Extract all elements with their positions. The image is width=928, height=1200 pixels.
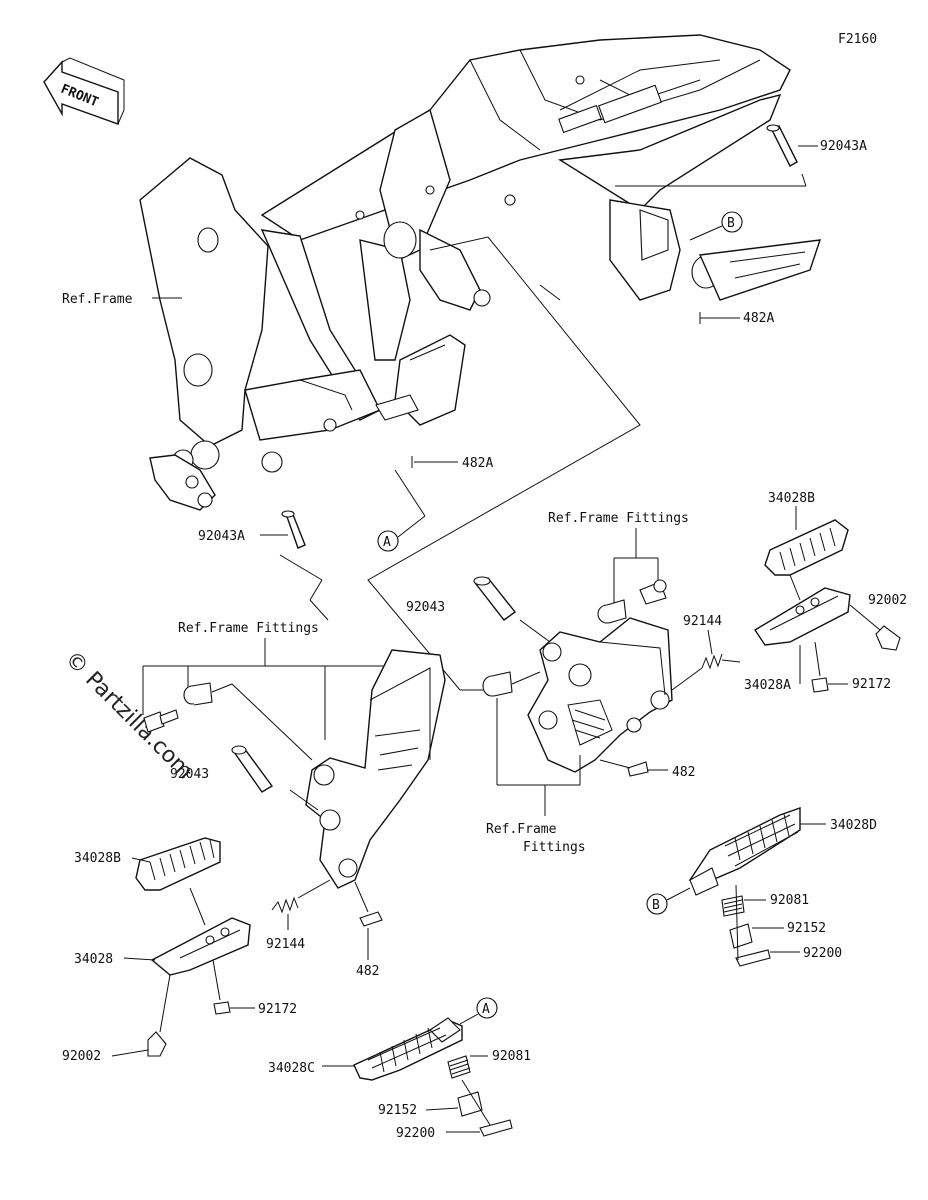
part-label-92043A-front: 92043A [198, 529, 245, 544]
ref-frame-fittings-bottom-line1: Ref.Frame [486, 822, 557, 837]
part-label-34028D: 34028D [830, 818, 877, 833]
pin-92043-left [231, 745, 274, 793]
footrest-rubber-34028B-right [764, 519, 849, 576]
part-label-482A-right: 482A [743, 311, 774, 326]
part-label-92043A-rear: 92043A [820, 139, 867, 154]
part-label-34028C: 34028C [268, 1061, 315, 1076]
footrest-bracket-right [527, 617, 673, 773]
callout-circle-b-frame: B [727, 216, 735, 231]
pin-92043A-rear [766, 124, 798, 167]
part-label-34028B-right: 34028B [768, 491, 815, 506]
part-label-92043-left: 92043 [170, 767, 209, 782]
ref-frame-fittings-right: Ref.Frame Fittings [548, 511, 689, 526]
diagram-code: F2160 [838, 32, 877, 47]
ref-frame-label: Ref.Frame [62, 292, 133, 307]
pin-92043-right [473, 576, 517, 621]
part-label-34028A-right: 34028A [744, 678, 791, 693]
part-label-92081-right: 92081 [770, 893, 809, 908]
front-arrow-icon: FRONT [43, 57, 125, 125]
bolt-right-assy [639, 579, 667, 605]
part-label-92152-right: 92152 [787, 921, 826, 936]
bolt-92172-left [212, 959, 231, 1015]
part-label-482-left: 482 [356, 964, 379, 979]
part-label-92081-bottom: 92081 [492, 1049, 531, 1064]
part-label-482A-center: 482A [462, 456, 493, 471]
part-label-92002-left: 92002 [62, 1049, 101, 1064]
ref-frame-fittings-bottom-line2: Fittings [523, 840, 586, 855]
stud-92002-right [849, 604, 901, 651]
part-label-92200-bottom: 92200 [396, 1126, 435, 1141]
footrest-34028-left [150, 917, 251, 976]
callout-circle-a-footrest: A [482, 1002, 490, 1017]
part-label-92144-right: 92144 [683, 614, 722, 629]
footrest-34028A-right [754, 587, 851, 646]
footrest-34028C [353, 1017, 463, 1081]
ref-frame-fittings-left: Ref.Frame Fittings [178, 621, 319, 636]
part-label-92152-bottom: 92152 [378, 1103, 417, 1118]
part-label-92200-right: 92200 [803, 946, 842, 961]
part-label-92043-right: 92043 [406, 600, 445, 615]
part-label-34028-left: 34028 [74, 952, 113, 967]
part-label-92172-left: 92172 [258, 1002, 297, 1017]
frame [139, 34, 822, 511]
stud-92002-left [147, 974, 171, 1057]
part-label-34028B-left: 34028B [74, 851, 121, 866]
part-label-482-right: 482 [672, 765, 695, 780]
part-label-92144-left: 92144 [266, 937, 305, 952]
callout-circle-b-footrest: B [652, 898, 660, 913]
footrest-rubber-34028B-left [135, 837, 221, 891]
part-label-92002-right: 92002 [868, 593, 907, 608]
pin-92043A-front [281, 510, 306, 549]
part-label-92172-right: 92172 [852, 677, 891, 692]
bolt-left-assy [143, 709, 179, 733]
bolt-92172-right [811, 641, 829, 693]
footrest-34028D [688, 807, 801, 896]
callout-circle-a-center: A [383, 535, 391, 550]
footrest-bracket-left [305, 649, 446, 889]
